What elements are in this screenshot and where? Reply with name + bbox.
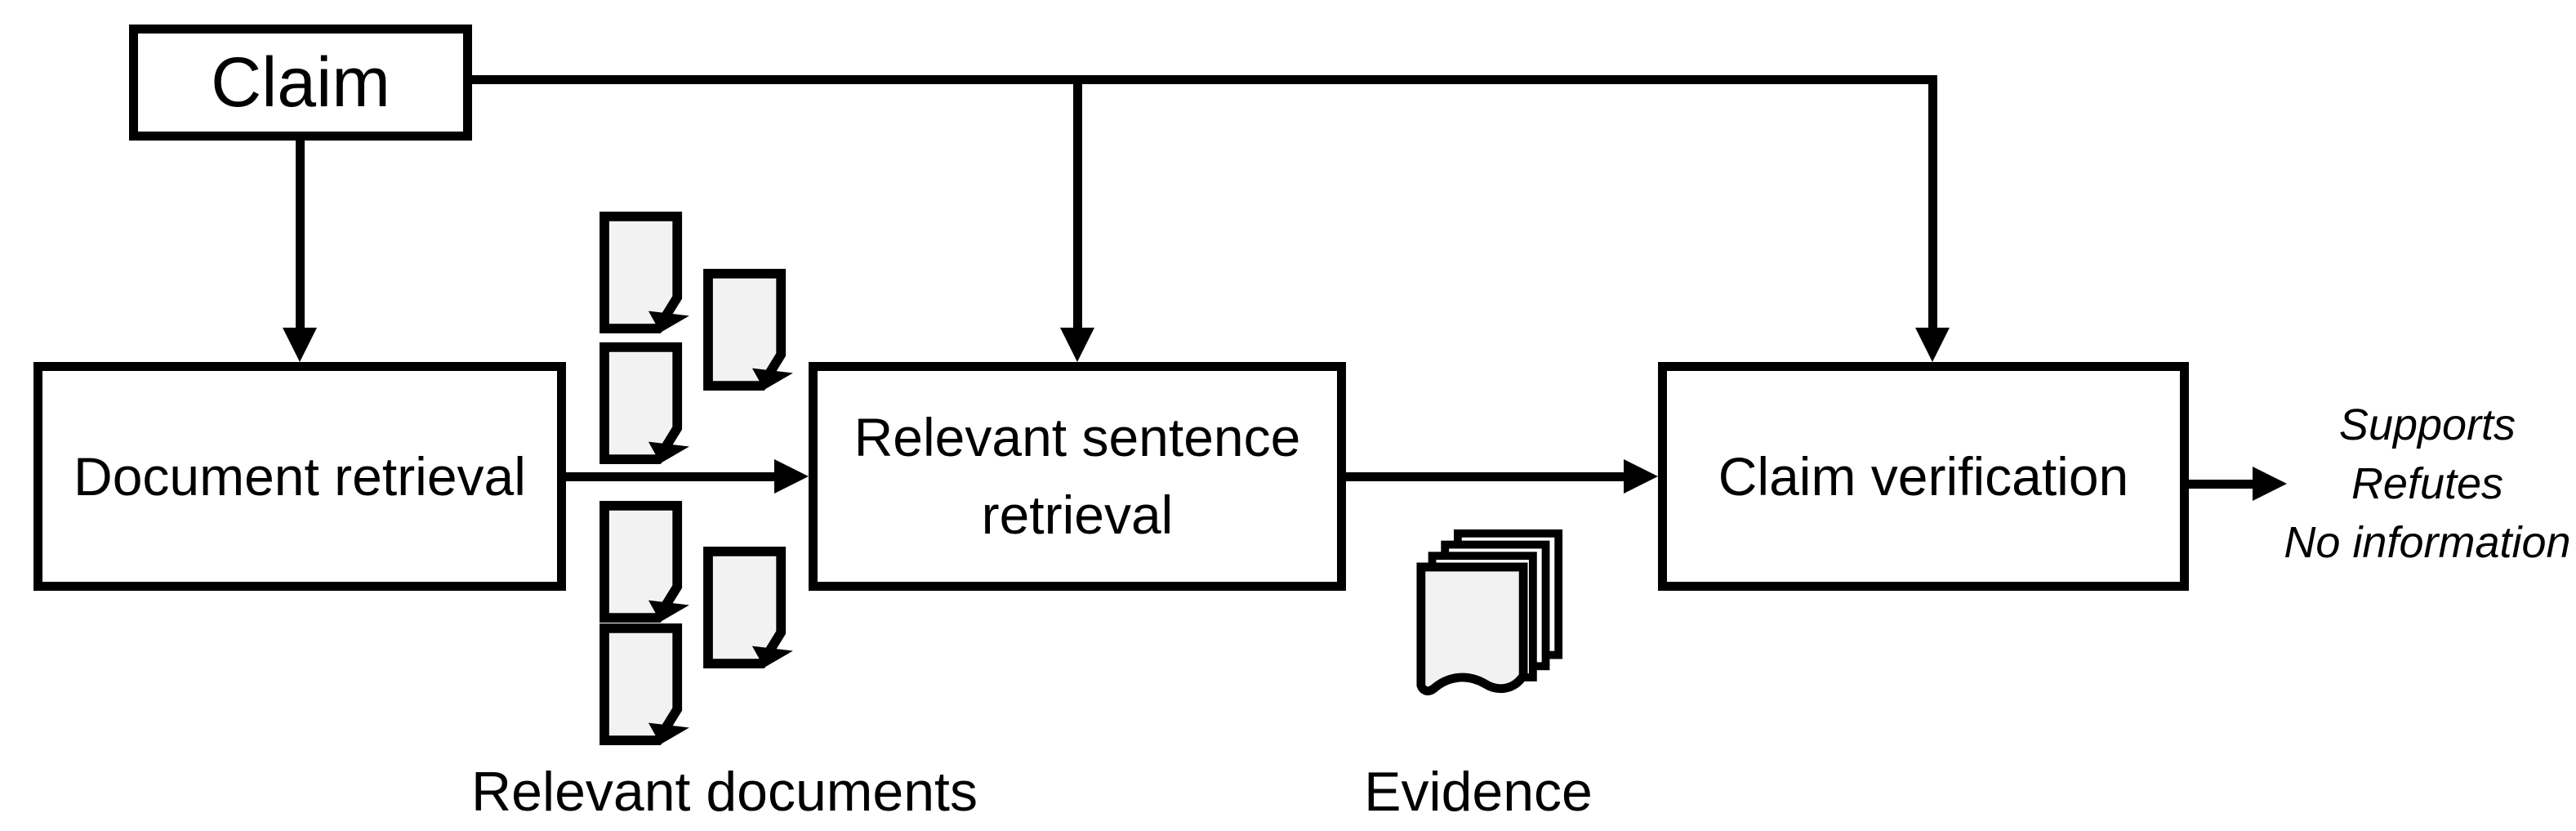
node-claim-verification: Claim verification	[1658, 362, 2189, 591]
arrowhead-right-icon	[2253, 467, 2287, 501]
connector-claim-verification-to-output	[2185, 480, 2253, 489]
connector-claim-to-claim-verification	[1928, 79, 1937, 328]
arrowhead-right-icon	[774, 459, 809, 494]
node-document-retrieval-label: Document retrieval	[74, 445, 526, 507]
document-icon	[703, 268, 793, 391]
evidence-label: Evidence	[1364, 761, 1593, 823]
document-icon	[599, 342, 689, 465]
connector-document-retrieval-to-sentence-retrieval	[562, 472, 774, 481]
connector-claim-to-document-retrieval	[296, 136, 305, 328]
document-icon	[599, 623, 689, 746]
node-document-retrieval: Document retrieval	[33, 362, 566, 591]
node-claim-label: Claim	[211, 42, 390, 122]
node-relevant-sentence-retrieval-label: Relevant sentence retrieval	[854, 399, 1301, 554]
arrowhead-down-icon	[1915, 328, 1950, 362]
arrowhead-down-icon	[283, 328, 317, 362]
connector-claim-to-sentence-retrieval	[1073, 79, 1082, 328]
connector-sentence-retrieval-to-claim-verification	[1342, 472, 1624, 481]
label-line: Relevant sentence	[853, 407, 1301, 467]
node-claim-verification-label: Claim verification	[1718, 445, 2129, 507]
output-line-supports: Supports	[2338, 400, 2516, 449]
document-stack-icon	[1416, 529, 1563, 695]
output-line-no-information: No information	[2284, 518, 2571, 567]
label-line: retrieval	[981, 485, 1174, 545]
output-line-refutes: Refutes	[2351, 459, 2504, 508]
arrowhead-right-icon	[1624, 459, 1658, 494]
connector-claim-horizontal-line	[472, 75, 1937, 84]
document-icon	[599, 500, 689, 623]
node-claim: Claim	[129, 25, 472, 141]
relevant-documents-label: Relevant documents	[471, 761, 978, 823]
document-icon	[703, 546, 793, 669]
output-labels: Supports Refutes No information	[2141, 395, 2576, 572]
node-relevant-sentence-retrieval: Relevant sentence retrieval	[809, 362, 1346, 591]
document-icon	[599, 211, 689, 334]
arrowhead-down-icon	[1060, 328, 1094, 362]
